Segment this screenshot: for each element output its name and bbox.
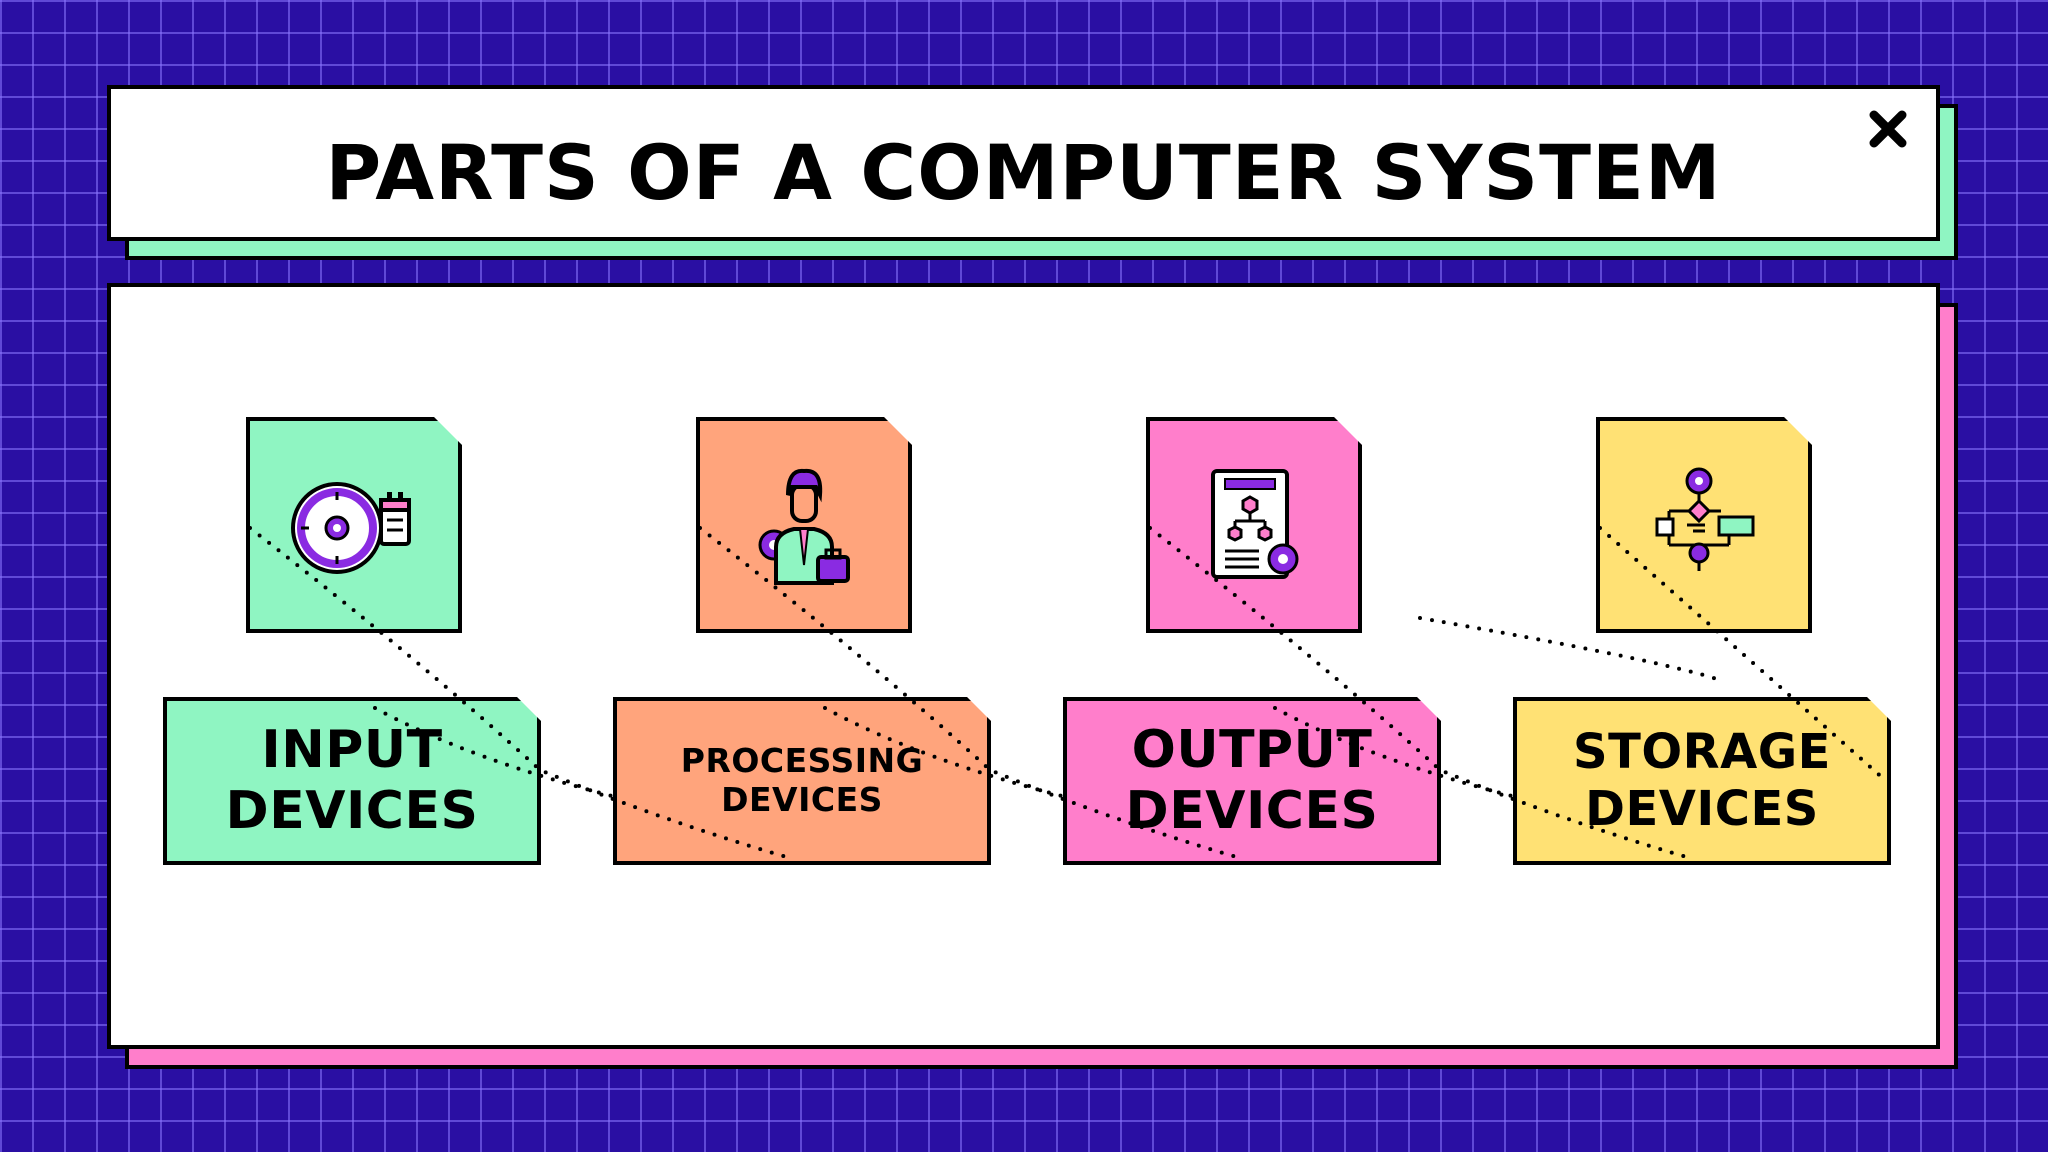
- processing-icon-card: [696, 417, 912, 633]
- content-window: [107, 283, 1940, 1049]
- title-window: PARTS OF A COMPUTER SYSTEM: [107, 85, 1940, 241]
- processing-devices-label-card: PROCESSING DEVICES: [613, 697, 991, 865]
- output-devices-label-card: OUTPUT DEVICES: [1063, 697, 1441, 865]
- input-label-line1: INPUT: [261, 719, 443, 780]
- output-icon-card: [1146, 417, 1362, 633]
- flowchart-gear-icon: [1649, 465, 1759, 585]
- close-icon[interactable]: [1864, 105, 1912, 153]
- processing-label-line1: PROCESSING: [680, 741, 924, 781]
- document-flowchart-icon: [1199, 465, 1309, 585]
- output-label-line2: DEVICES: [1125, 781, 1379, 841]
- page-title: PARTS OF A COMPUTER SYSTEM: [325, 127, 1722, 217]
- storage-label-line1: STORAGE: [1573, 724, 1831, 781]
- clock-gear-icon: [289, 470, 419, 580]
- storage-label-line2: DEVICES: [1585, 781, 1819, 837]
- input-devices-label-card: INPUT DEVICES: [163, 697, 541, 865]
- worker-gear-icon: [754, 465, 854, 585]
- processing-label-line2: DEVICES: [721, 780, 883, 819]
- input-icon-card: [246, 417, 462, 633]
- output-label-line1: OUTPUT: [1131, 719, 1373, 780]
- storage-icon-card: [1596, 417, 1812, 633]
- input-label-line2: DEVICES: [225, 781, 479, 841]
- storage-devices-label-card: STORAGE DEVICES: [1513, 697, 1891, 865]
